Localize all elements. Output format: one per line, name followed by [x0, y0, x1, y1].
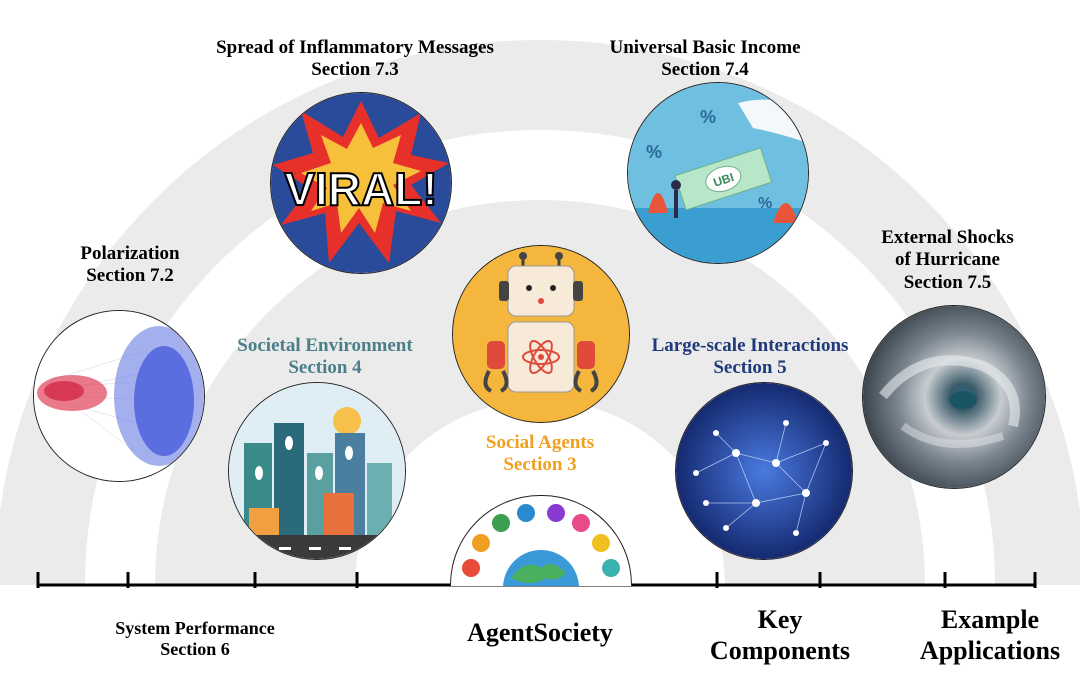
viral-text: VIRAL! — [284, 163, 437, 215]
agentsociety-title: AgentSociety — [467, 618, 613, 647]
key-components-label: Key Components — [690, 604, 870, 666]
example-applications-line1: Example — [940, 605, 1040, 634]
svg-text:%: % — [646, 142, 662, 162]
interactions-section: Section 5 — [713, 357, 787, 379]
example-applications-label: Example Applications — [905, 604, 1075, 666]
hurricane-image — [862, 305, 1046, 489]
system-performance-title: System Performance — [115, 618, 275, 638]
svg-text:%: % — [758, 195, 772, 212]
polarization-label: Polarization Section 7.2 — [40, 243, 220, 288]
environment-label: Societal Environment Section 4 — [210, 335, 440, 380]
city-image — [228, 382, 406, 560]
ubi-image: UBI % % % — [627, 82, 809, 264]
key-components-line1: Key — [757, 605, 803, 634]
system-performance-label: System Performance Section 6 — [70, 618, 320, 660]
ubi-badge: UBI — [712, 170, 736, 190]
ubi-title: Universal Basic Income — [609, 37, 801, 58]
interactions-label: Large-scale Interactions Section 5 — [630, 335, 870, 380]
key-components-line2: Components — [709, 636, 851, 666]
system-performance-section: Section 6 — [160, 639, 230, 660]
interactions-title: Large-scale Interactions — [651, 335, 849, 356]
ubi-label: Universal Basic Income Section 7.4 — [560, 37, 850, 82]
people-ring — [462, 504, 620, 577]
agents-section: Section 3 — [503, 454, 577, 476]
example-applications-line2: Applications — [919, 636, 1061, 666]
environment-title: Societal Environment — [237, 335, 413, 356]
inflammatory-section: Section 7.3 — [311, 59, 399, 81]
svg-text:%: % — [700, 107, 716, 127]
hurricane-title-line2: of Hurricane — [894, 249, 1000, 271]
network-image — [675, 382, 853, 560]
agents-label: Social Agents Section 3 — [450, 432, 630, 477]
viral-image: VIRAL! — [270, 92, 452, 274]
polarization-section: Section 7.2 — [86, 265, 174, 287]
environment-section: Section 4 — [288, 357, 362, 379]
ubi-section: Section 7.4 — [661, 59, 749, 81]
agents-title: Social Agents — [485, 432, 595, 453]
inflammatory-label: Spread of Inflammatory Messages Section … — [170, 37, 540, 82]
polarization-title: Polarization — [80, 243, 180, 264]
hurricane-label: External Shocks of Hurricane Section 7.5 — [855, 227, 1040, 294]
inflammatory-title: Spread of Inflammatory Messages — [216, 37, 494, 58]
robot-image — [452, 245, 630, 423]
hurricane-section: Section 7.5 — [903, 271, 992, 293]
polarization-network-image — [33, 310, 205, 482]
axis-ticks — [36, 572, 1037, 588]
hurricane-title-line1: External Shocks — [881, 227, 1014, 248]
